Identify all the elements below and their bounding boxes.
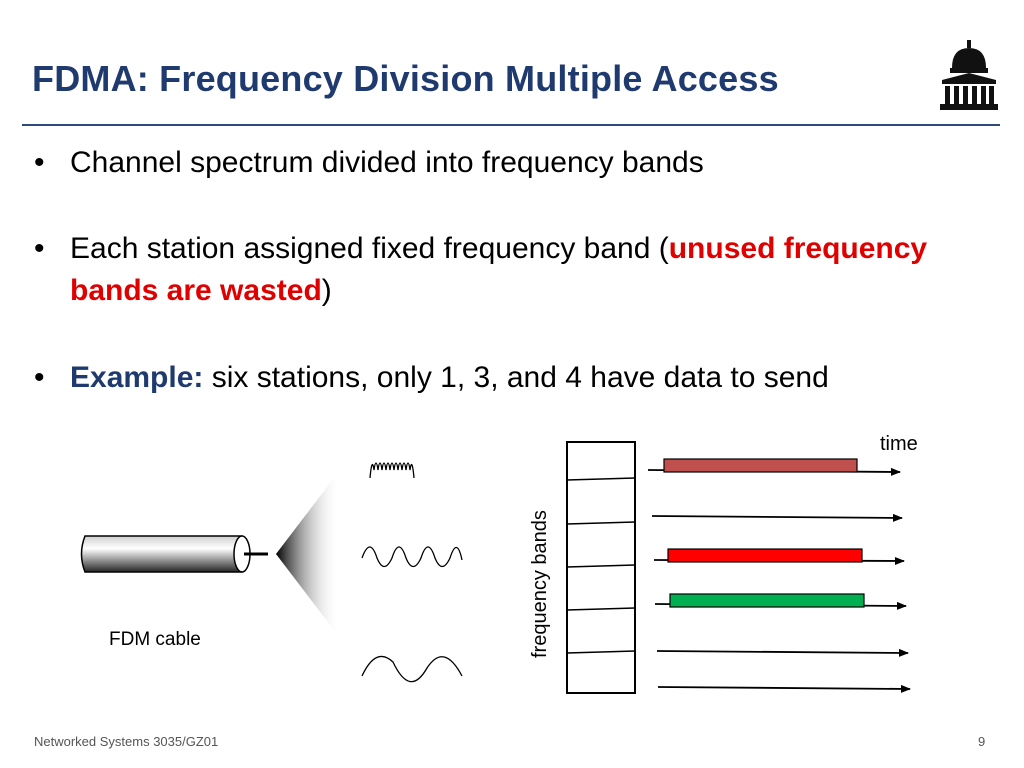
low-frequency-wave: [361, 655, 463, 683]
frequency-band-grid: [566, 441, 636, 694]
time-arrow: [651, 513, 903, 522]
bullet-text-end: ): [321, 274, 332, 307]
example-label: Example:: [70, 361, 204, 394]
band-3-transmission: [667, 548, 863, 563]
bullet-item: • Each station assigned fixed frequency …: [30, 228, 950, 312]
bullet-text: Channel spectrum divided into frequency …: [70, 146, 704, 179]
band-4-transmission: [669, 593, 865, 608]
bullet-item: • Channel spectrum divided into frequenc…: [30, 142, 704, 184]
fdma-diagram: FDM cable frequency bands time: [80, 433, 918, 694]
page-number: 9: [978, 734, 986, 749]
bullet-dot: •: [34, 361, 45, 394]
time-label: time: [880, 433, 918, 455]
slide-title: FDMA: Frequency Division Multiple Access: [32, 58, 779, 99]
bullet-text: six stations, only 1, 3, and 4 have data…: [203, 361, 829, 394]
bullet-text: Each station assigned fixed frequency ba…: [70, 232, 669, 265]
band-1-transmission: [663, 458, 858, 473]
high-frequency-wave: [369, 462, 415, 479]
frequency-axis-label: frequency bands: [529, 510, 551, 658]
cable-label: FDM cable: [109, 629, 201, 650]
bullet-dot: •: [34, 232, 45, 265]
time-arrow: [656, 648, 909, 657]
university-building-icon: [940, 40, 998, 110]
medium-frequency-wave: [361, 546, 463, 568]
time-arrow: [657, 684, 911, 693]
title-divider: [22, 124, 1000, 126]
bullet-item: • Example: six stations, only 1, 3, and …: [30, 357, 829, 399]
emphasis-text: unused frequency bands are wasted: [70, 232, 928, 307]
bullet-dot: •: [34, 146, 45, 179]
fdm-cable: [80, 535, 268, 573]
signal-fan: [276, 470, 340, 638]
footer-course: Networked Systems 3035/GZ01: [34, 734, 219, 749]
